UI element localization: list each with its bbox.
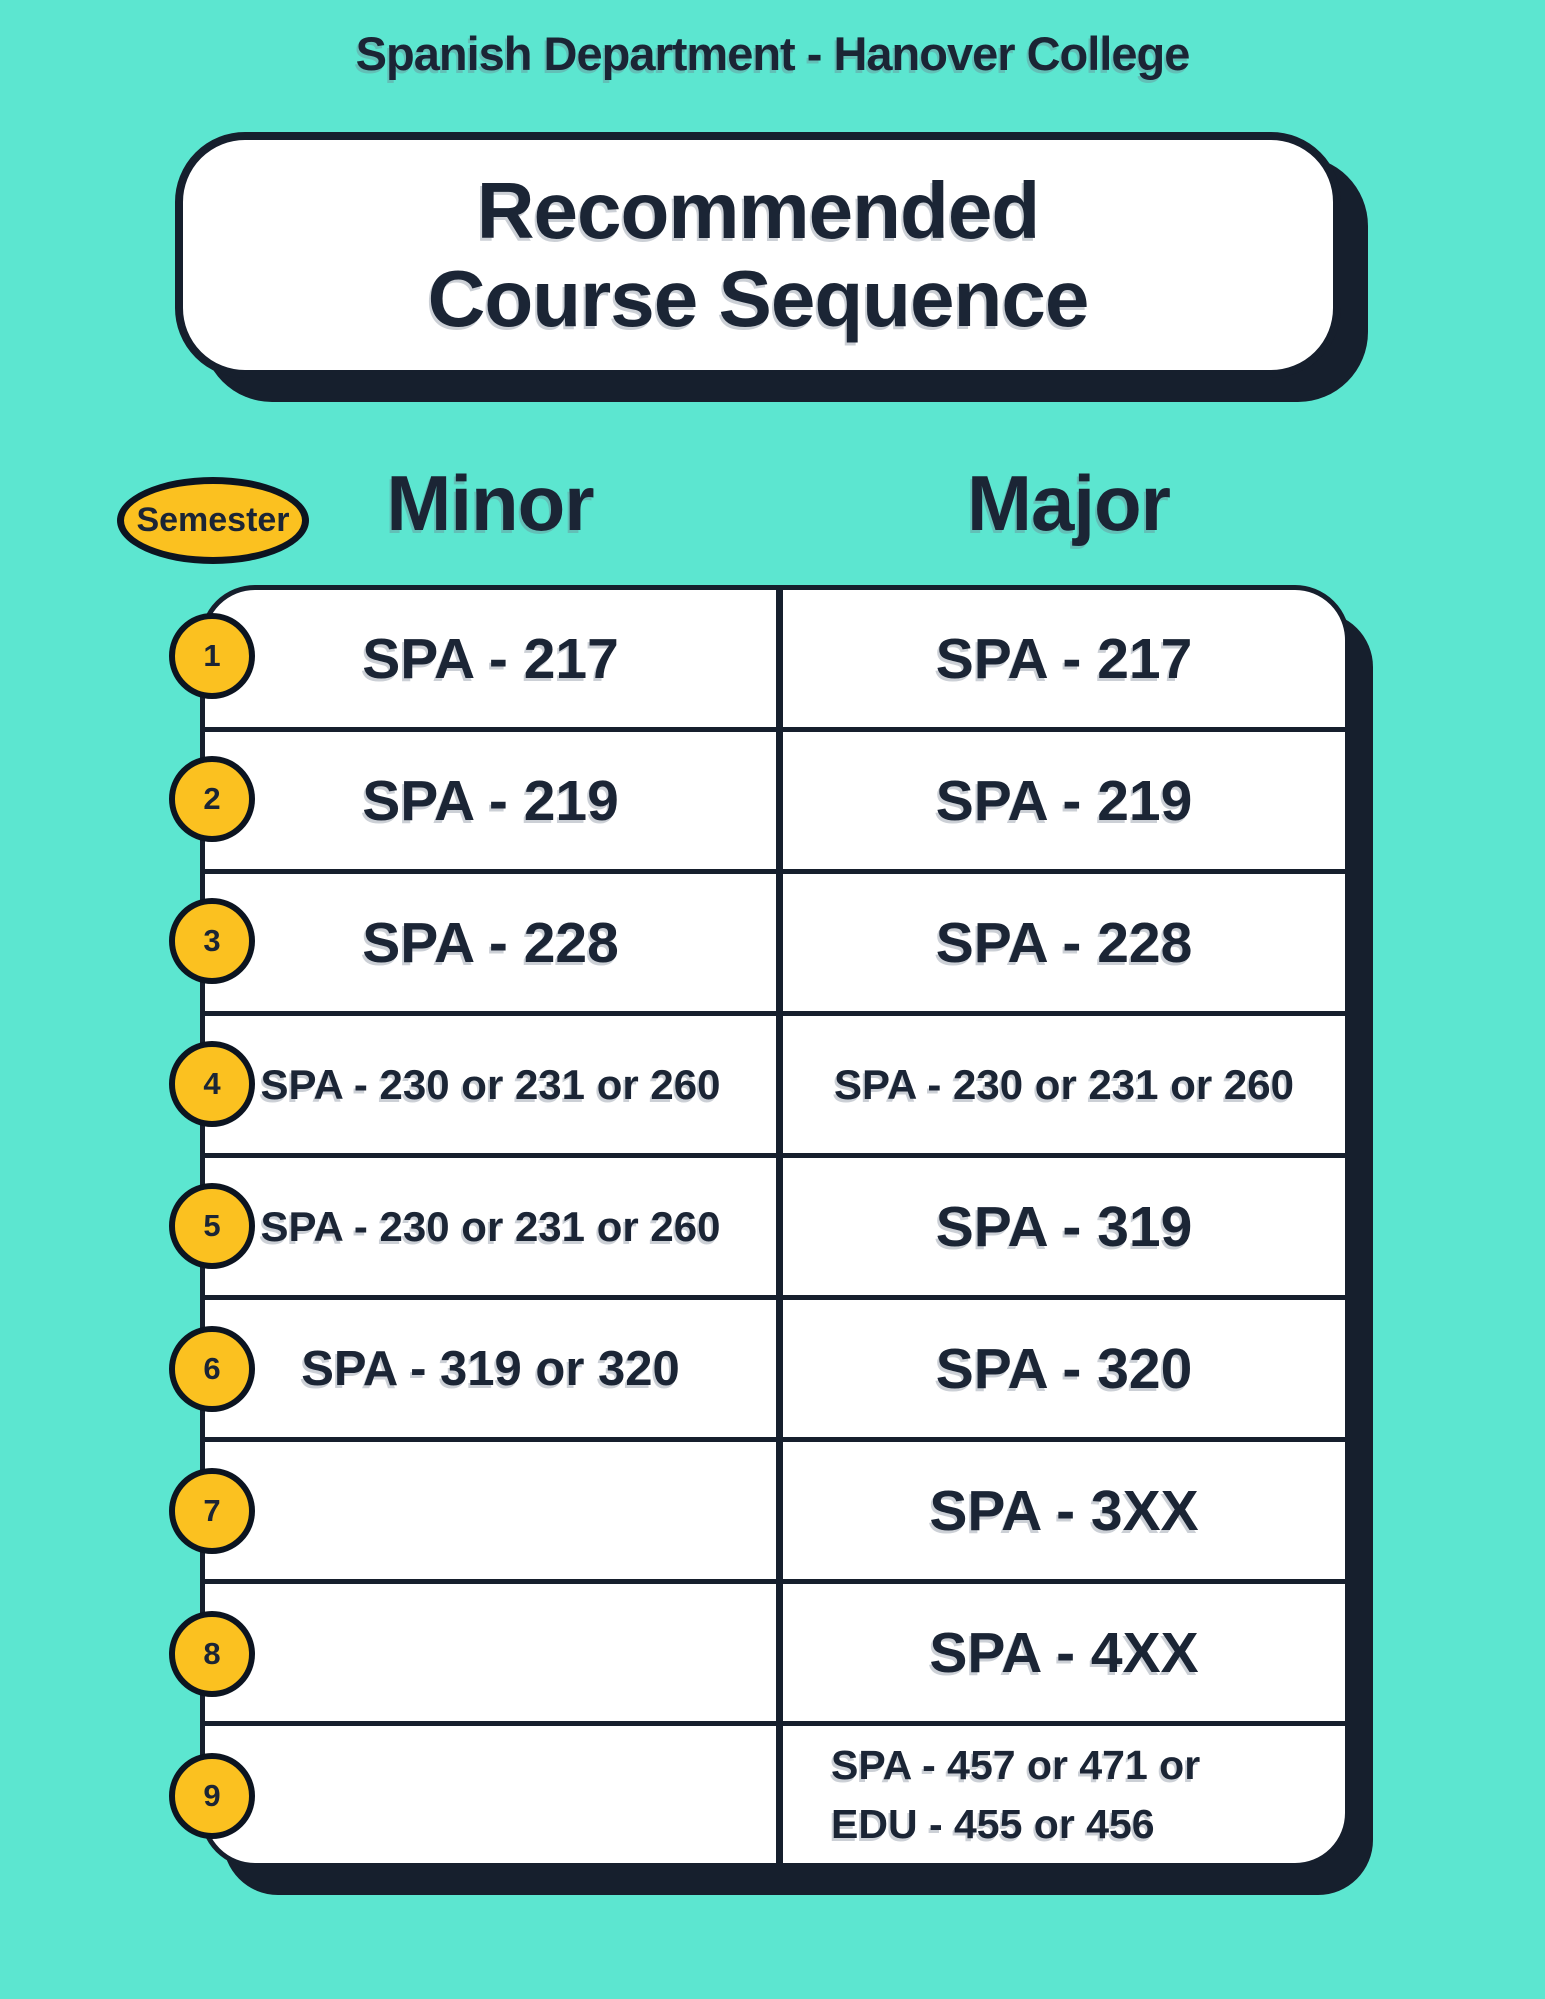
table-row-sem7: SPA - 3XX xyxy=(205,1442,1345,1584)
semester-number: 9 xyxy=(203,1778,221,1813)
table-row-sem8: SPA - 4XX xyxy=(205,1584,1345,1726)
column-header-major: Major xyxy=(966,458,1171,547)
semester-number: 4 xyxy=(203,1066,221,1101)
table-row-sem5: SPA - 230 or 231 or 260 SPA - 319 xyxy=(205,1158,1345,1300)
semester-number: 8 xyxy=(203,1636,221,1671)
semester-number: 5 xyxy=(203,1208,221,1243)
table-row-sem4: SPA - 230 or 231 or 260 SPA - 230 or 231… xyxy=(205,1016,1345,1158)
minor-cell-sem4: SPA - 230 or 231 or 260 xyxy=(205,1016,783,1153)
semester-circle-5: 5 xyxy=(169,1183,255,1269)
title-card: Recommended Course Sequence xyxy=(175,132,1341,378)
semester-badge-label: Semester xyxy=(136,501,290,539)
major-cell-sem4: SPA - 230 or 231 or 260 xyxy=(834,1060,1294,1108)
minor-cell-sem3: SPA - 228 xyxy=(205,874,783,1011)
major-cell-sem3: SPA - 228 xyxy=(935,910,1193,975)
semester-circle-1: 1 xyxy=(169,613,255,699)
semester-circle-4: 4 xyxy=(169,1041,255,1127)
title-line-1: Recommended xyxy=(476,166,1040,255)
minor-cell-sem7 xyxy=(205,1442,783,1579)
semester-circle-3: 3 xyxy=(169,898,255,984)
semester-number: 7 xyxy=(203,1493,221,1528)
title-line-2: Course Sequence xyxy=(427,254,1090,343)
semester-circle-2: 2 xyxy=(169,756,255,842)
major-cell-sem9: SPA - 457 or 471 or EDU - 455 or 456 xyxy=(831,1742,1201,1847)
major-cell-sem2: SPA - 219 xyxy=(935,768,1193,833)
course-table: SPA - 217 SPA - 217 SPA - 219 SPA - 219 … xyxy=(200,585,1350,1868)
semester-circle-8: 8 xyxy=(169,1611,255,1697)
minor-cell-sem6: SPA - 319 or 320 xyxy=(205,1300,783,1437)
major-cell-sem8: SPA - 4XX xyxy=(929,1620,1199,1685)
semester-badge: Semester xyxy=(117,477,309,564)
table-row-sem2: SPA - 219 SPA - 219 xyxy=(205,732,1345,874)
table-row-sem6: SPA - 319 or 320 SPA - 320 xyxy=(205,1300,1345,1442)
major-cell-sem6: SPA - 320 xyxy=(935,1336,1193,1401)
minor-cell-sem1: SPA - 217 xyxy=(205,590,783,727)
minor-cell-sem9 xyxy=(205,1726,783,1863)
minor-cell-sem8 xyxy=(205,1584,783,1721)
table-row-sem1: SPA - 217 SPA - 217 xyxy=(205,590,1345,732)
minor-cell-sem2: SPA - 219 xyxy=(205,732,783,869)
major-cell-sem5: SPA - 319 xyxy=(935,1194,1193,1259)
minor-cell-sem5: SPA - 230 or 231 or 260 xyxy=(205,1158,783,1295)
major-cell-sem7: SPA - 3XX xyxy=(929,1478,1199,1543)
semester-circle-7: 7 xyxy=(169,1468,255,1554)
table-row-sem9: SPA - 457 or 471 or EDU - 455 or 456 xyxy=(205,1726,1345,1863)
major-cell-sem1: SPA - 217 xyxy=(935,626,1193,691)
table-row-sem3: SPA - 228 SPA - 228 xyxy=(205,874,1345,1016)
column-header-minor: Minor xyxy=(386,458,594,547)
semester-number: 2 xyxy=(203,781,221,816)
semester-number: 6 xyxy=(203,1351,221,1386)
semester-circle-9: 9 xyxy=(169,1753,255,1839)
semester-number: 3 xyxy=(203,923,221,958)
semester-circle-6: 6 xyxy=(169,1326,255,1412)
semester-number: 1 xyxy=(203,638,221,673)
page-title: Spanish Department - Hanover College xyxy=(355,27,1191,80)
